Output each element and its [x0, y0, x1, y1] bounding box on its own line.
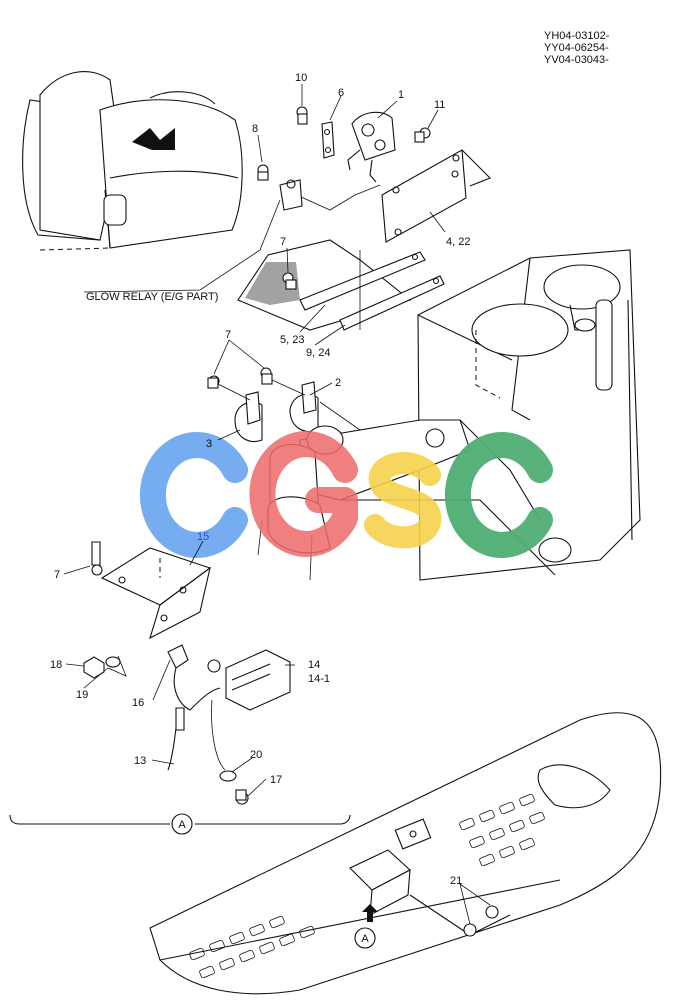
section-bracket: A	[9, 813, 351, 835]
part-label-1: 1	[398, 89, 404, 101]
part-code-3: YV04-03043-	[544, 54, 609, 66]
machine-overview	[22, 71, 243, 251]
view-marker-label: A	[361, 933, 369, 945]
part-label-13: 13	[134, 755, 146, 767]
part-label-3: 3	[206, 438, 212, 450]
part-label-8: 8	[252, 123, 258, 135]
bracket-plate	[237, 239, 445, 331]
glow-relay-label: GLOW RELAY (E/G PART)	[86, 291, 218, 303]
watermark-letter-3	[364, 452, 442, 549]
part-label-9-24: 9, 24	[306, 347, 330, 359]
part-label-18: 18	[50, 659, 62, 671]
part-label-15: 15	[197, 531, 209, 543]
part-label-17: 17	[270, 774, 282, 786]
part-label-16: 16	[132, 697, 144, 709]
part-labels: 1 2 3 4, 22 5, 23 6 7 7 7 8 9, 24 10 11 …	[50, 72, 470, 887]
part-label-14-1: 14-1	[308, 673, 330, 685]
part-label-21: 21	[450, 875, 462, 887]
part-code-1: YH04-03102-	[544, 30, 610, 42]
glow-relay-callout: GLOW RELAY (E/G PART)	[83, 184, 381, 303]
part-code-block: YH04-03102- YY04-06254- YV04-03043-	[544, 30, 610, 66]
part-label-2: 2	[335, 377, 341, 389]
part-label-19: 19	[76, 689, 88, 701]
leader-lines	[63, 84, 491, 925]
part-label-6: 6	[338, 87, 344, 99]
floor-plate: A	[149, 712, 662, 995]
part-code-2: YY04-06254-	[544, 42, 609, 54]
part-label-10: 10	[295, 72, 307, 84]
part-label-20: 20	[250, 749, 262, 761]
part-label-4-22: 4, 22	[446, 236, 470, 248]
part-label-7-c: 7	[54, 569, 60, 581]
light-bracket-assembly	[83, 541, 291, 805]
part-label-5-23: 5, 23	[280, 334, 304, 346]
fuel-tank	[417, 249, 641, 581]
part-label-11: 11	[434, 99, 445, 111]
watermark	[139, 431, 553, 558]
glow-relay	[257, 164, 303, 211]
watermark-letter-4	[444, 432, 553, 558]
part-label-14: 14	[308, 659, 320, 671]
watermark-letter-1	[139, 432, 248, 558]
horn-assembly	[207, 367, 361, 443]
part-label-7-b: 7	[225, 329, 231, 341]
relay-plate-assembly	[296, 106, 491, 243]
watermark-letter-2	[249, 431, 358, 557]
part-label-7-a: 7	[280, 236, 286, 248]
section-marker-label: A	[178, 819, 186, 831]
